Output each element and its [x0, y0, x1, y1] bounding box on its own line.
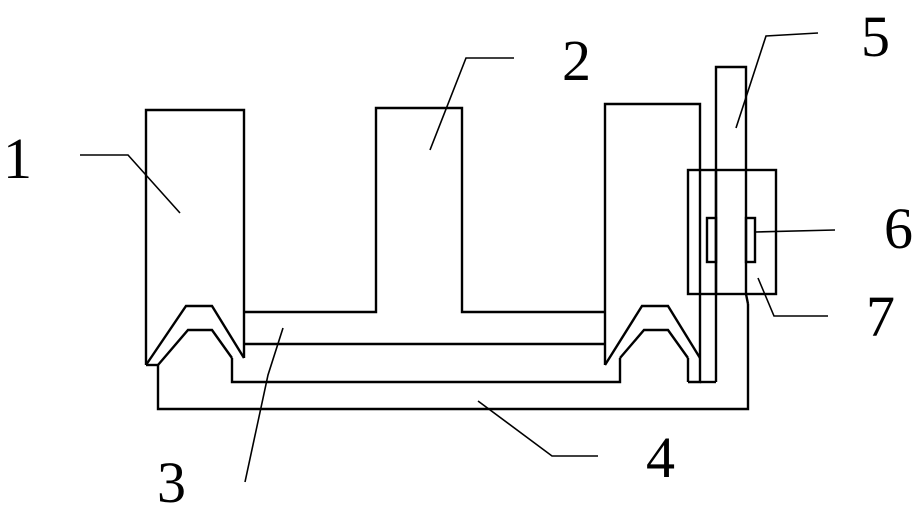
leader-line-4 — [477, 400, 598, 457]
part-6-slot-right — [744, 216, 757, 264]
label-7: 7 — [866, 284, 895, 349]
right-chevron-bracket-outer — [603, 304, 702, 366]
part-5-post-below-housing — [744, 293, 750, 305]
label-3: 3 — [157, 450, 186, 507]
part-5-vertical-post — [714, 65, 748, 382]
label-6: 6 — [884, 196, 913, 261]
right-vertical-block — [603, 102, 702, 384]
part-2-center-block — [244, 106, 605, 314]
leader-line-6 — [754, 229, 836, 233]
label-5: 5 — [861, 4, 890, 69]
label-1: 1 — [3, 126, 32, 191]
part-4-base-tray — [156, 304, 750, 411]
part-6-slot-left — [705, 216, 718, 264]
part-1-left-block — [144, 108, 246, 365]
leader-line-1 — [80, 154, 181, 214]
left-chevron-bracket-outer — [145, 304, 246, 366]
leader-line-3 — [244, 327, 284, 483]
label-2: 2 — [562, 28, 591, 93]
part-3-channel-lower-edge — [230, 358, 622, 384]
label-4: 4 — [646, 425, 675, 490]
leader-line-7 — [757, 277, 828, 317]
leader-line-2 — [429, 57, 514, 151]
left-chevron-bracket-inner — [157, 328, 233, 366]
right-chevron-bracket-inner — [619, 328, 689, 359]
leader-line-5 — [735, 32, 819, 129]
